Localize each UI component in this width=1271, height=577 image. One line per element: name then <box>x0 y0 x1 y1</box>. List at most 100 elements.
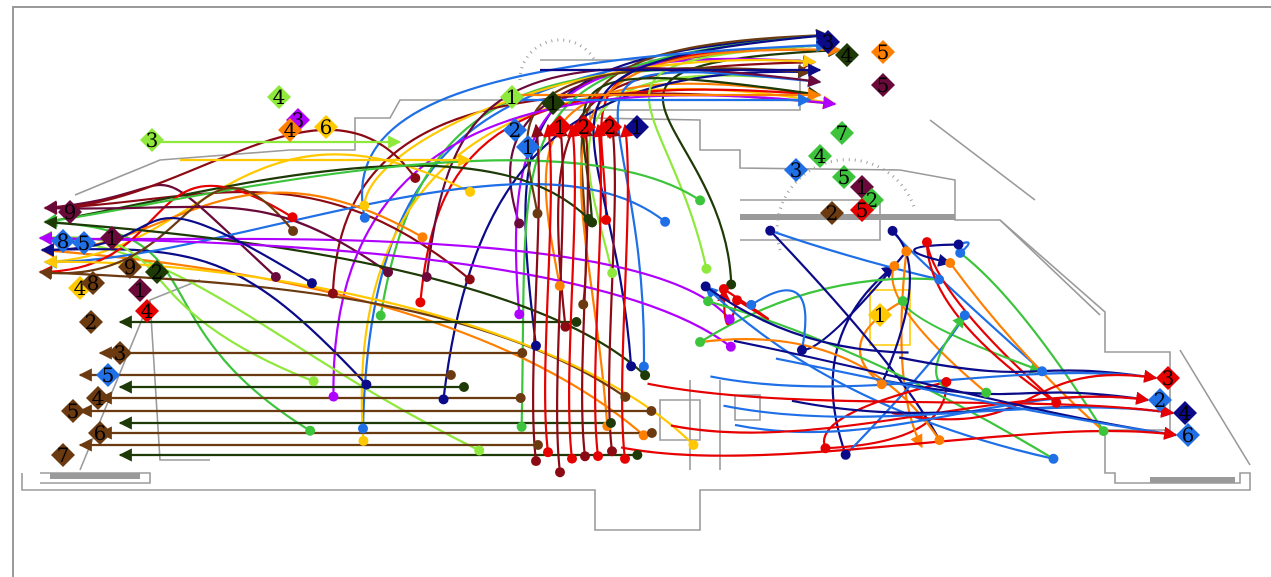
marker-diamond <box>88 421 112 445</box>
player-marker: 1 <box>868 303 892 327</box>
movement-path <box>901 300 1044 374</box>
marker-label: 1 <box>522 135 535 159</box>
path-endpoint <box>746 299 757 310</box>
player-marker: 2 <box>145 260 169 284</box>
path-endpoint <box>840 449 851 460</box>
marker-diamond <box>128 278 152 302</box>
path-endpoint <box>358 435 369 446</box>
path-endpoint <box>593 451 603 462</box>
path-endpoint <box>543 447 553 458</box>
movement-path <box>620 123 634 459</box>
movement-path <box>880 230 912 385</box>
marker-diamond <box>816 30 840 54</box>
marker-diamond <box>51 443 75 467</box>
movement-path <box>670 391 1150 434</box>
path-endpoint <box>458 382 469 392</box>
marker-label: 3 <box>114 341 127 365</box>
marker-diamond <box>86 386 110 410</box>
marker-diamond <box>81 271 105 295</box>
path-endpoint <box>953 239 964 250</box>
marker-label: 4 <box>814 144 827 168</box>
player-marker: 8 <box>51 229 75 253</box>
path-endpoint <box>465 186 476 197</box>
marker-diamond <box>1148 388 1172 412</box>
player-marker: 2 <box>598 115 622 139</box>
path-endpoint <box>287 212 298 223</box>
marker-diamond <box>598 115 622 139</box>
movement-path <box>925 241 1058 404</box>
path-endpoint <box>530 340 541 351</box>
marker-diamond <box>1176 423 1200 447</box>
marker-label: 9 <box>124 255 137 279</box>
player-marker: 9 <box>118 255 142 279</box>
player-marker: 4 <box>808 144 832 168</box>
marker-diamond <box>871 73 895 97</box>
movement-path <box>531 123 545 462</box>
path-endpoint <box>417 232 428 243</box>
player-marker: 7 <box>830 121 854 145</box>
movement-path <box>959 252 1105 432</box>
player-marker: 5 <box>96 363 120 387</box>
path-endpoint <box>765 225 776 236</box>
movement-path <box>891 265 988 394</box>
marker-label: 1 <box>506 85 519 109</box>
movement-path <box>38 184 294 279</box>
path-endpoint <box>270 272 281 283</box>
path-endpoint <box>359 200 370 211</box>
path-endpoint <box>955 247 966 258</box>
movement-path <box>704 285 909 354</box>
path-endpoint <box>357 423 368 434</box>
marker-diamond <box>79 310 103 334</box>
marker-diamond <box>140 128 164 152</box>
path-endpoint <box>921 237 932 248</box>
marker-label: 5 <box>78 231 91 255</box>
movement-path <box>607 123 621 452</box>
movement-paths <box>38 28 1178 473</box>
marker-diamond <box>61 399 85 423</box>
movement-path <box>379 64 812 316</box>
movement-path <box>579 43 842 427</box>
path-endpoint <box>701 263 712 274</box>
path-endpoints <box>270 172 1109 478</box>
path-endpoint <box>1037 366 1048 377</box>
path-endpoint <box>605 418 616 428</box>
marker-label: 1 <box>547 91 560 115</box>
path-endpoint <box>532 208 543 219</box>
marker-diamond <box>835 43 859 67</box>
path-endpoint <box>934 435 945 446</box>
player-marker: 1 <box>541 91 565 115</box>
player-marker: 1 <box>500 85 524 109</box>
path-endpoint <box>897 296 908 307</box>
marker-diamond <box>58 200 82 224</box>
movement-path <box>43 182 666 269</box>
player-marker: 2 <box>79 310 103 334</box>
path-endpoint <box>328 391 339 402</box>
marker-diamond <box>820 201 844 225</box>
movement-path <box>825 381 948 450</box>
marker-label: 2 <box>151 260 164 284</box>
marker-label: 2 <box>509 118 522 142</box>
player-marker: 4 <box>135 299 159 323</box>
marker-label: 4 <box>841 43 854 67</box>
marker-diamond <box>871 40 895 64</box>
movement-path <box>360 38 830 219</box>
path-endpoint <box>901 246 912 257</box>
movement-path <box>898 356 1158 383</box>
marker-diamond <box>278 118 302 142</box>
movement-path <box>43 183 277 278</box>
movement-path <box>567 123 581 459</box>
path-endpoint <box>695 195 706 206</box>
path-endpoint <box>288 226 299 237</box>
marker-diamond <box>118 255 142 279</box>
marker-diamond <box>850 198 874 222</box>
player-marker: 3 <box>140 128 164 152</box>
marker-label: 7 <box>57 443 70 467</box>
marker-label: 6 <box>94 421 107 445</box>
diagram-frame <box>12 6 1271 577</box>
marker-label: 4 <box>141 299 154 323</box>
movement-path <box>419 87 822 303</box>
floor-plan <box>21 59 1251 531</box>
marker-label: 2 <box>604 115 617 139</box>
player-marker: 2 <box>503 118 527 142</box>
